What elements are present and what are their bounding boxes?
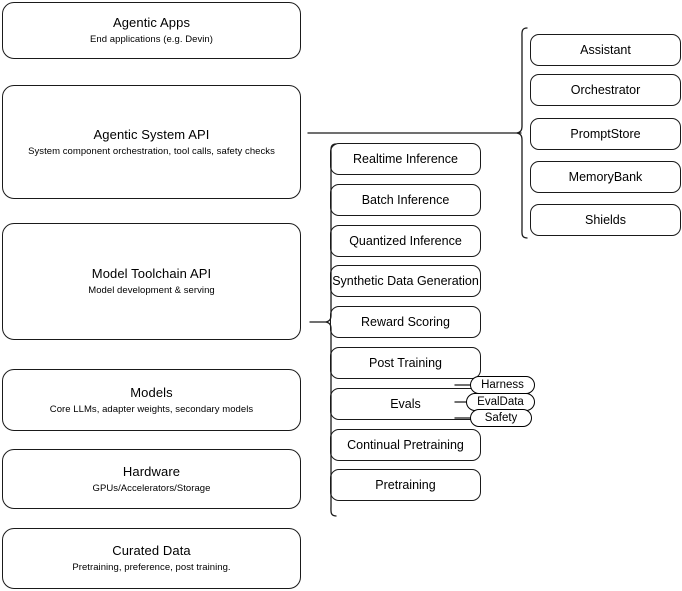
layer-subtitle: GPUs/Accelerators/Storage	[92, 482, 211, 494]
component-shields[interactable]: Shields	[530, 204, 681, 236]
layer-title: Curated Data	[112, 543, 191, 558]
component-assistant[interactable]: Assistant	[530, 34, 681, 66]
capability-reward-scoring[interactable]: Reward Scoring	[330, 306, 481, 338]
evals-badge-safety[interactable]: Safety	[470, 409, 532, 427]
capability-synthetic-data-generation[interactable]: Synthetic Data Generation	[330, 265, 481, 297]
layer-agentic-system-api[interactable]: Agentic System API System component orch…	[2, 85, 301, 199]
layer-title: Agentic Apps	[112, 15, 191, 30]
layer-subtitle: Model development & serving	[88, 285, 215, 296]
capability-evals[interactable]: Evals	[330, 388, 481, 420]
capability-realtime-inference[interactable]: Realtime Inference	[330, 143, 481, 175]
capability-continual-pretraining[interactable]: Continual Pretraining	[330, 429, 481, 461]
layer-hardware[interactable]: Hardware GPUs/Accelerators/Storage	[2, 449, 301, 509]
capability-pretraining[interactable]: Pretraining	[330, 469, 481, 501]
component-promptstore[interactable]: PromptStore	[530, 118, 681, 150]
layer-subtitle: End applications (e.g. Devin)	[90, 34, 213, 45]
capability-post-training[interactable]: Post Training	[330, 347, 481, 379]
layer-subtitle: Core LLMs, adapter weights, secondary mo…	[49, 403, 254, 415]
layer-subtitle: System component orchestration, tool cal…	[28, 145, 275, 157]
layer-model-toolchain-api[interactable]: Model Toolchain API Model development & …	[2, 223, 301, 340]
evals-badge-evaldata[interactable]: EvalData	[466, 393, 535, 411]
layer-title: Agentic System API	[93, 126, 210, 142]
layer-title: Models	[130, 384, 173, 400]
brace-system-components	[516, 27, 528, 239]
component-orchestrator[interactable]: Orchestrator	[530, 74, 681, 106]
layer-title: Model Toolchain API	[91, 266, 212, 281]
capability-quantized-inference[interactable]: Quantized Inference	[330, 225, 481, 257]
layer-subtitle: Pretraining, preference, post training.	[72, 562, 231, 573]
capability-batch-inference[interactable]: Batch Inference	[330, 184, 481, 216]
layer-models[interactable]: Models Core LLMs, adapter weights, secon…	[2, 369, 301, 431]
layer-agentic-apps[interactable]: Agentic Apps End applications (e.g. Devi…	[2, 2, 301, 59]
layer-curated-data[interactable]: Curated Data Pretraining, preference, po…	[2, 528, 301, 589]
component-memorybank[interactable]: MemoryBank	[530, 161, 681, 193]
evals-badge-harness[interactable]: Harness	[470, 376, 535, 394]
layer-title: Hardware	[122, 463, 181, 479]
